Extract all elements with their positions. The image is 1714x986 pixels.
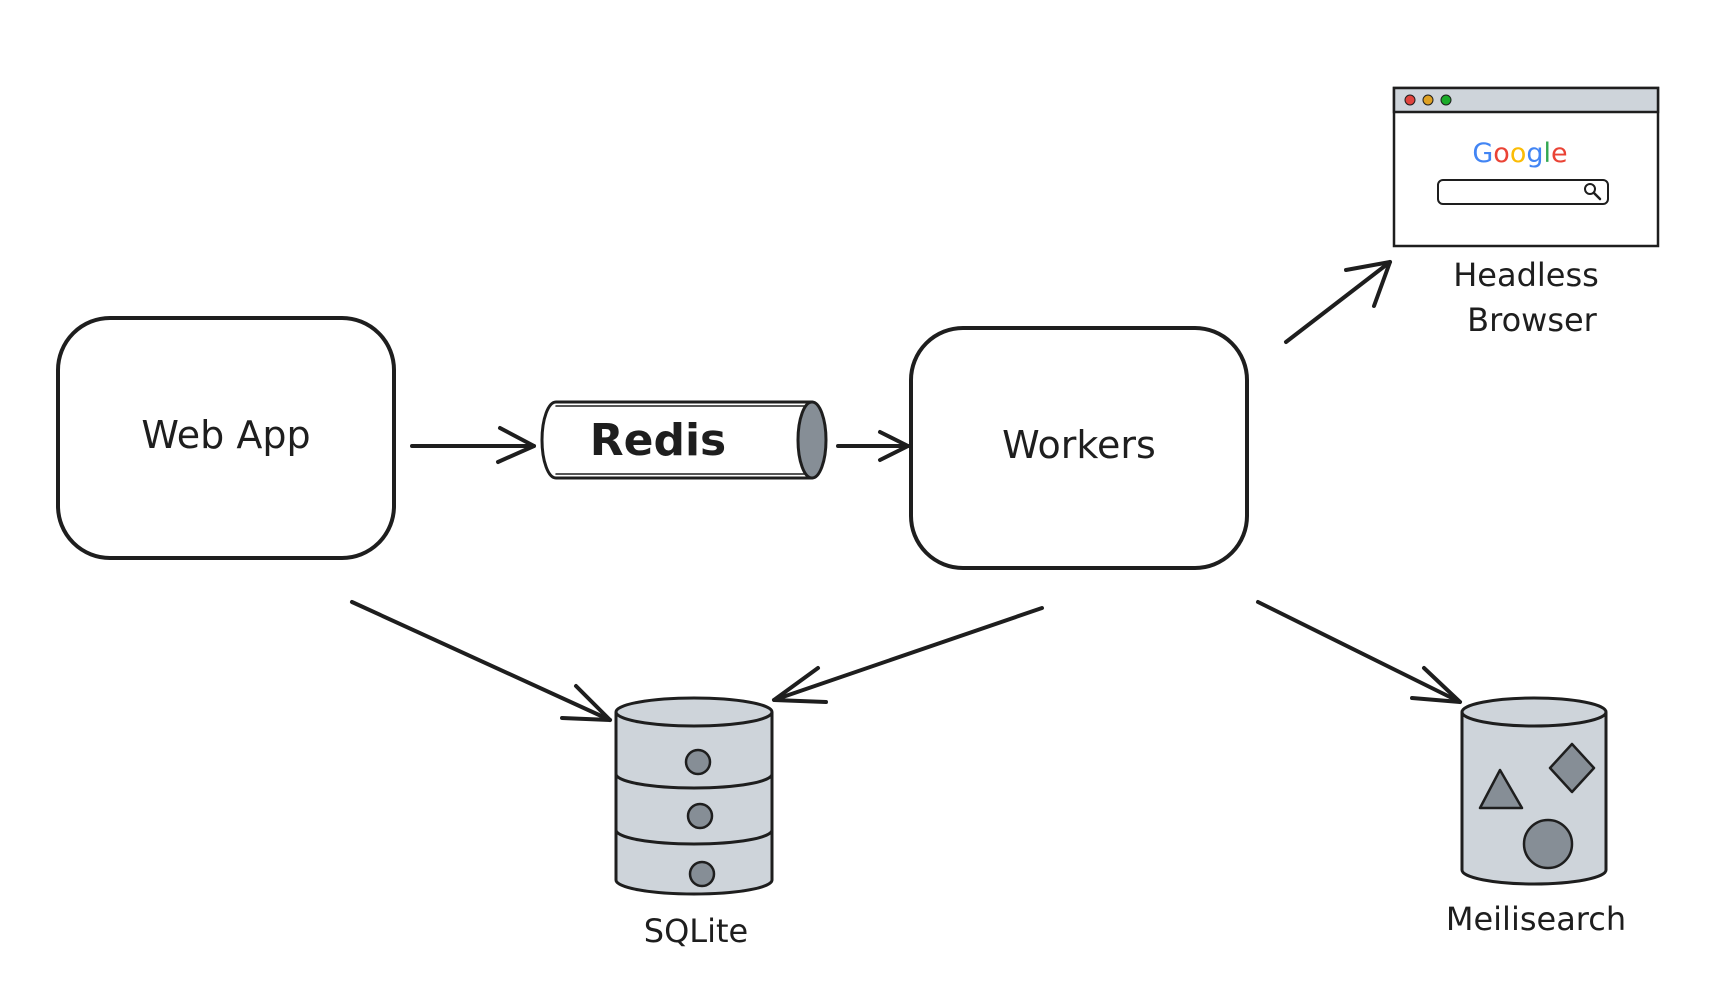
meilisearch-node[interactable]: Meilisearch [1446,696,1626,938]
logo-letter: l [1544,138,1552,169]
maximize-dot-icon [1440,94,1452,106]
logo-letter: e [1551,138,1568,169]
redis-pipe-end [796,400,828,480]
headless-browser-node[interactable]: Google Headless Browser [1392,86,1660,339]
sqlite-disk-indicator [686,802,714,830]
edge-redis-workers [836,430,910,462]
sqlite-cylinder-body [614,712,774,896]
sqlite-disk-indicator [688,860,716,888]
minimize-dot-icon [1422,94,1434,106]
circle-shape-icon [1522,818,1574,870]
edge-workers-meilisearch [1256,600,1462,704]
headless-label-line2: Browser [1467,301,1598,339]
web-app-label: Web App [141,413,310,457]
edges [350,260,1462,722]
workers-box [909,326,1249,570]
logo-letter: g [1526,138,1543,169]
headless-label-line1: Headless [1453,256,1599,294]
workers-node[interactable]: Workers [909,326,1249,570]
workers-label: Workers [1002,423,1156,467]
edge-workers-browser [1284,260,1392,344]
triangle-shape-icon [1478,768,1524,810]
magnifier-icon [1584,183,1602,201]
logo-letter: G [1472,138,1493,169]
search-box[interactable] [1437,179,1609,205]
meilisearch-label: Meilisearch [1446,900,1626,938]
edge-webapp-redis [410,426,536,464]
close-dot-icon [1404,94,1416,106]
redis-pipe-body [540,400,814,480]
sqlite-node[interactable]: SQLite [614,696,774,950]
web-app-node[interactable]: Web App [56,316,396,560]
web-app-box [56,316,396,560]
sqlite-cylinder-top [614,696,774,728]
diamond-shape-icon [1548,742,1596,794]
edge-workers-sqlite [772,606,1044,704]
sqlite-disk-indicator [684,748,712,776]
browser-title-bar [1392,86,1660,114]
meilisearch-cylinder-top [1460,696,1608,728]
redis-node[interactable]: Redis [540,400,828,480]
redis-label: Redis [590,415,727,466]
edge-webapp-sqlite [350,600,612,722]
sqlite-divider [614,829,774,846]
sqlite-divider [614,773,774,790]
google-logo: Google [1472,138,1567,169]
logo-letter: o [1493,138,1510,169]
logo-letter: o [1510,138,1527,169]
sqlite-label: SQLite [644,912,748,950]
browser-window [1392,86,1660,248]
